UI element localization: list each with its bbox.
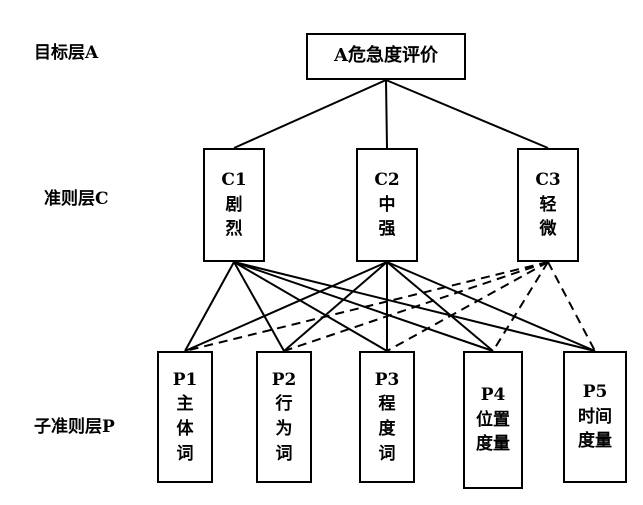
sub-criteria-code: P1: [172, 369, 198, 390]
criteria-code: C3: [535, 170, 561, 191]
sub-criteria-text-line: 行: [275, 394, 293, 415]
sub-criteria-text-line: 为: [275, 419, 293, 439]
link-c2-p2: [283, 261, 388, 352]
sub-criteria-text-line: 主: [176, 394, 194, 415]
sub-criteria-text-line: 体: [176, 419, 194, 439]
link-c3-p2: [283, 261, 549, 352]
sub-criteria-code: P5: [582, 382, 608, 403]
sub-criteria-node-p1: P1 主 体 词: [157, 351, 213, 483]
sub-criteria-node-p2: P2 行 为 词: [256, 351, 312, 483]
link-c2-p1: [184, 261, 388, 352]
root-node: A危急度评价: [306, 33, 466, 80]
link-c2-p5: [386, 261, 596, 352]
layer-label-criteria: 准则层C: [44, 189, 109, 209]
layer-label-sub-criteria: 子准则层P: [34, 417, 115, 437]
sub-criteria-text-line: 时间: [578, 406, 612, 427]
link-c3-p3: [386, 261, 549, 352]
sub-criteria-text-line: 度量: [578, 431, 612, 452]
link-c2-p4: [386, 261, 494, 352]
criteria-text-line: 强: [378, 219, 396, 240]
sub-criteria-node-p4: P4 位置 度量: [463, 351, 523, 489]
sub-criteria-node-p3: P3 程 度 词: [359, 351, 415, 483]
criteria-text-line: 微: [539, 219, 557, 240]
sub-criteria-code: P2: [271, 369, 297, 390]
link-c1-p3: [233, 261, 388, 352]
sub-criteria-text-line: 词: [378, 443, 396, 464]
sub-criteria-node-p5: P5 时间 度量: [563, 351, 627, 483]
criteria-text-line: 轻: [539, 194, 557, 215]
link-c1-p1: [184, 261, 235, 352]
root-node-label: A危急度评价: [334, 45, 438, 67]
criteria-code: C2: [374, 170, 400, 191]
link-root-c2: [385, 79, 388, 149]
criteria-code: C1: [221, 170, 247, 191]
link-c3-p5: [547, 261, 596, 352]
sub-criteria-text-line: 词: [275, 443, 293, 464]
criteria-text-line: 烈: [225, 219, 243, 240]
link-root-c3: [385, 79, 549, 149]
link-c3-p1: [184, 261, 549, 352]
link-c1-p4: [233, 261, 494, 352]
link-c3-p4: [492, 261, 549, 352]
sub-criteria-text-line: 程: [378, 394, 396, 415]
criteria-node-c1: C1 剧 烈: [203, 148, 265, 262]
criteria-node-c3: C3 轻 微: [517, 148, 579, 262]
sub-criteria-code: P3: [374, 369, 400, 390]
criteria-text-line: 中: [378, 194, 396, 215]
sub-criteria-text-line: 度量: [476, 434, 510, 455]
criteria-node-c2: C2 中 强: [356, 148, 418, 262]
criteria-text-line: 剧: [225, 194, 243, 215]
layer-label-goal: 目标层A: [34, 43, 99, 63]
sub-criteria-code: P4: [480, 385, 506, 406]
sub-criteria-text-line: 位置: [476, 409, 510, 430]
link-root-c1: [233, 79, 387, 149]
link-c1-p2: [233, 261, 285, 352]
sub-criteria-text-line: 词: [176, 443, 194, 464]
sub-criteria-text-line: 度: [378, 419, 396, 439]
